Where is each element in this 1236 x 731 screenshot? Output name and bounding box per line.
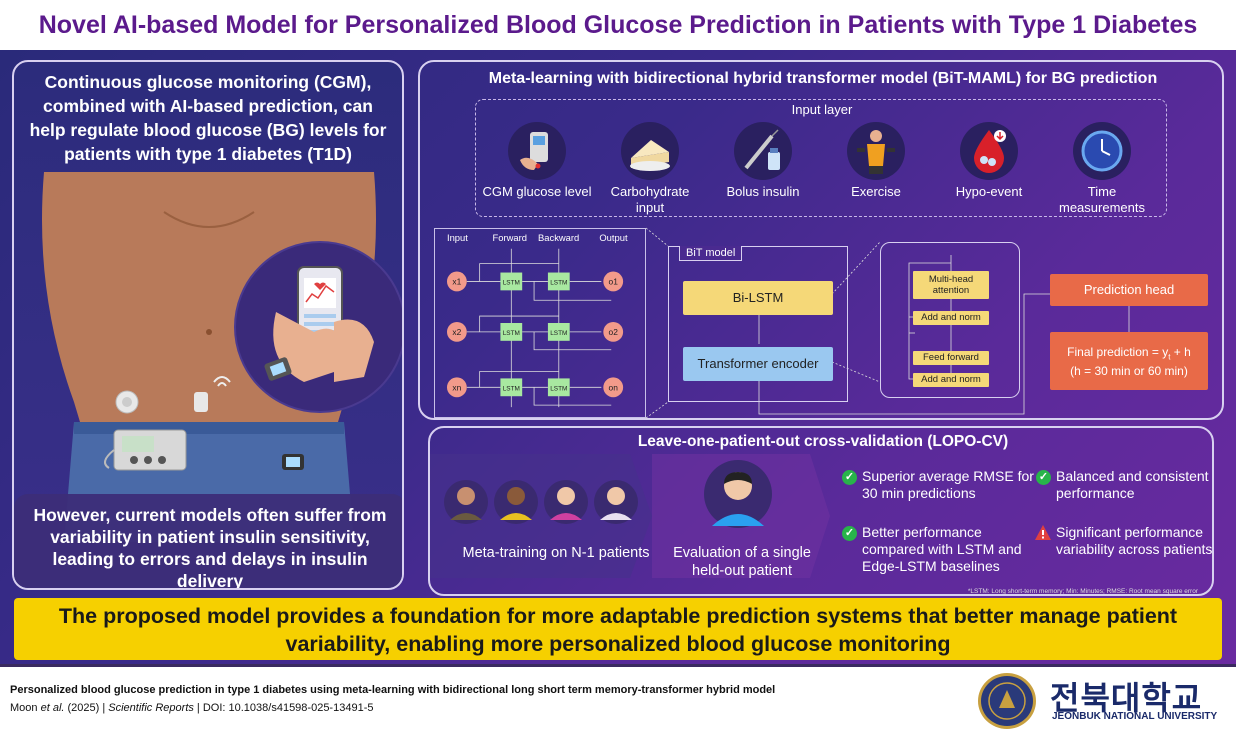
university-name-english: JEONBUK NATIONAL UNIVERSITY <box>1052 711 1218 722</box>
problem-text: However, current models often suffer fro… <box>33 505 387 590</box>
final-prediction-formula: Final prediction = y <box>1067 345 1169 359</box>
lstm-cell: LSTM <box>550 279 567 286</box>
final-prediction-horizon: (h = 30 min or 60 min) <box>1070 364 1188 379</box>
citation-doi: | DOI: 10.1038/s41598-025-13491-5 <box>193 702 374 714</box>
input-carbohydrate: Carbohydrate input <box>595 122 705 216</box>
cgm-intro-text: Continuous glucose monitoring (CGM), com… <box>29 72 387 164</box>
evaluation-text: Evaluation of a single held-out patient <box>673 545 811 579</box>
citation-journal: Scientific Reports <box>108 702 194 714</box>
conclusion-banner: The proposed model provides a foundation… <box>14 598 1222 660</box>
exercise-icon <box>847 122 905 180</box>
lstm-output-node: o2 <box>609 327 619 337</box>
citation: Moon et al. (2025) | Scientific Reports … <box>10 702 373 714</box>
lstm-header-output: Output <box>599 232 628 243</box>
lstm-output-node: on <box>609 382 619 392</box>
input-hypo: Hypo-event <box>934 122 1044 200</box>
check-icon: ✓ <box>842 526 857 541</box>
transformer-detail-box: Multi-head attention Add and norm Feed f… <box>880 242 1020 398</box>
prediction-head-block: Prediction head <box>1050 274 1208 306</box>
lstm-cell: LSTM <box>550 385 567 392</box>
input-label: Bolus insulin <box>726 184 800 199</box>
input-exercise: Exercise <box>821 122 931 200</box>
final-prediction-subscript: t <box>1168 352 1171 362</box>
bilstm-diagram: Input Forward Backward Output LSTM <box>434 228 646 418</box>
input-cgm: CGM glucose level <box>482 122 592 200</box>
input-label: Carbohydrate input <box>610 184 690 215</box>
university-name-korean: 전북대학교 <box>1050 680 1203 716</box>
lstm-header-forward: Forward <box>493 232 527 243</box>
lstm-input-node: x1 <box>452 276 461 286</box>
bi-lstm-block: Bi-LSTM <box>683 281 833 315</box>
add-norm-block: Add and norm <box>913 373 989 387</box>
final-prediction-block: Final prediction = yt + h (h = 30 min or… <box>1050 332 1208 390</box>
problem-box <box>14 494 402 588</box>
university-seal-icon <box>978 673 1036 729</box>
lstm-cell: LSTM <box>550 330 567 337</box>
model-title: Meta-learning with bidirectional hybrid … <box>488 70 1158 87</box>
lstm-output-node: o1 <box>609 276 619 286</box>
lopo-title: Leave-one-patient-out cross-validation (… <box>637 433 1009 450</box>
lstm-input-node: xn <box>452 382 461 392</box>
input-label: Hypo-event <box>955 184 1023 199</box>
transformer-encoder-block: Transformer encoder <box>683 347 833 381</box>
check-icon: ✓ <box>1036 470 1051 485</box>
bit-model-label: BiT model <box>679 246 743 261</box>
result-balanced: Balanced and consistent performance <box>1056 468 1209 501</box>
cake-icon <box>621 122 679 180</box>
left-panel: Continuous glucose monitoring (CGM), com… <box>12 60 404 590</box>
result-rmse: Superior average RMSE for 30 min predict… <box>862 468 1034 501</box>
footnote: *LSTM: Long short-term memory; Min: Minu… <box>967 588 1198 595</box>
glucose-meter-icon <box>508 122 566 180</box>
feed-forward-block: Feed forward <box>913 351 989 365</box>
meta-training-text: Meta-training on N-1 patients <box>462 545 650 561</box>
lstm-input-node: x2 <box>452 327 461 337</box>
clock-icon <box>1073 122 1131 180</box>
citation-year: (2025) | <box>64 702 109 714</box>
lstm-cell: LSTM <box>503 330 520 337</box>
result-variability: Significant performance variability acro… <box>1056 524 1213 557</box>
citation-et-al: et al. <box>40 702 65 714</box>
blood-drop-icon <box>960 122 1018 180</box>
add-norm-block: Add and norm <box>913 311 989 325</box>
citation-author: Moon <box>10 702 38 714</box>
input-label: CGM glucose level <box>482 184 592 199</box>
input-bolus: Bolus insulin <box>708 122 818 200</box>
lstm-cell: LSTM <box>503 279 520 286</box>
input-layer: Input layer CGM glucose level Carbohydra… <box>475 99 1167 217</box>
transformer-flow-lines <box>908 255 952 380</box>
lstm-header-input: Input <box>447 232 468 243</box>
lopo-panel: Leave-one-patient-out cross-validation (… <box>428 426 1214 596</box>
input-time: Time measurements <box>1047 122 1157 216</box>
lstm-cell: LSTM <box>503 385 520 392</box>
page-title: Novel AI-based Model for Personalized Bl… <box>38 11 1198 39</box>
main-panel: Continuous glucose monitoring (CGM), com… <box>0 50 1236 664</box>
warning-icon <box>1035 525 1051 540</box>
patient-illustrations <box>430 454 830 578</box>
result-baselines: Better performance compared with LSTM an… <box>862 524 1022 574</box>
syringe-icon <box>734 122 792 180</box>
input-layer-title: Input layer <box>791 102 853 117</box>
multi-head-attention-block: Multi-head attention <box>913 271 989 299</box>
paper-title: Personalized blood glucose prediction in… <box>10 684 776 696</box>
check-icon: ✓ <box>842 470 857 485</box>
title-bar: Novel AI-based Model for Personalized Bl… <box>0 0 1236 50</box>
final-prediction-tail: + h <box>1170 345 1191 359</box>
model-panel: Meta-learning with bidirectional hybrid … <box>418 60 1224 420</box>
input-label: Exercise <box>851 184 901 199</box>
patient-illustration <box>42 172 402 542</box>
bit-model-box: BiT model Bi-LSTM Transformer encoder <box>668 246 848 402</box>
lstm-header-backward: Backward <box>538 232 579 243</box>
footer: Personalized blood glucose prediction in… <box>0 664 1236 729</box>
input-label: Time measurements <box>1059 184 1145 215</box>
